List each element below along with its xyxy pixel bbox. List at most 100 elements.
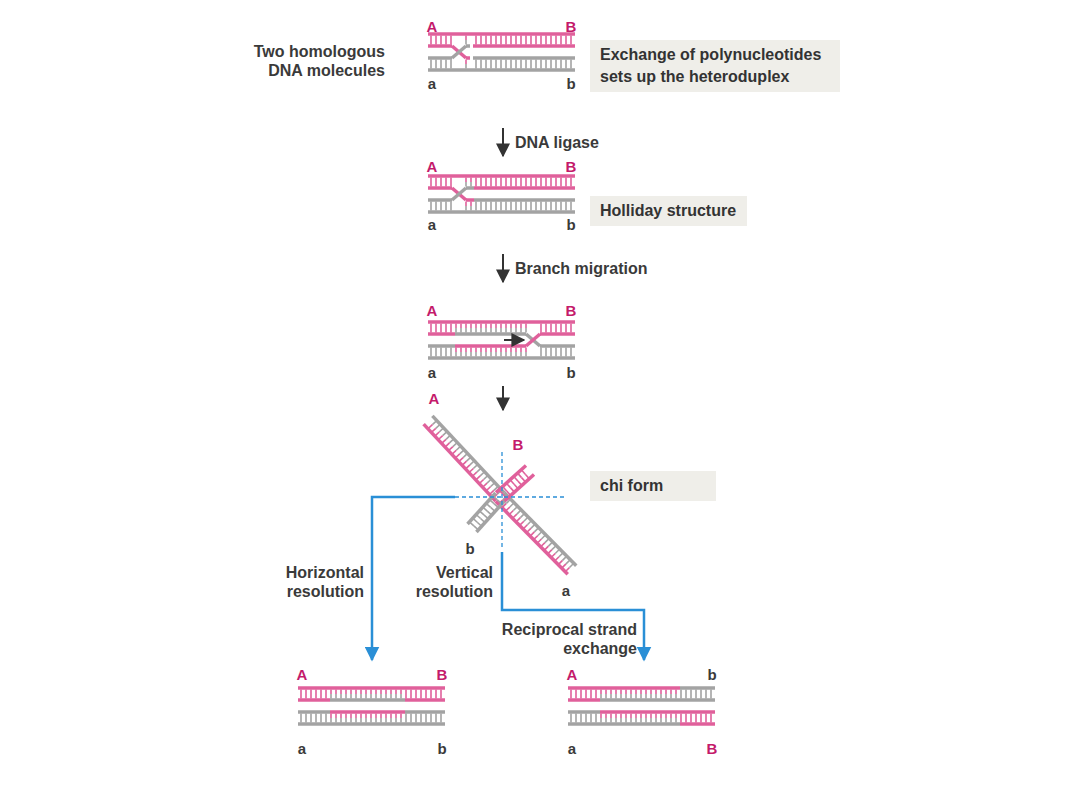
base-pair xyxy=(535,206,537,211)
resolution-label: Reciprocal strand exchange xyxy=(501,620,637,658)
dna-strand xyxy=(428,356,575,360)
base-pair xyxy=(465,324,467,329)
end-letter: a xyxy=(562,582,570,600)
base-pair xyxy=(665,690,667,695)
base-pair xyxy=(470,352,472,357)
base-pair xyxy=(385,718,387,723)
base-pair xyxy=(430,714,432,719)
base-pair xyxy=(660,718,662,723)
base-pair xyxy=(570,36,572,41)
base-pair xyxy=(475,178,477,183)
base-pair xyxy=(430,64,432,69)
base-pair xyxy=(690,694,692,699)
base-pair xyxy=(445,328,447,333)
base-pair xyxy=(560,40,562,45)
crossover-strand xyxy=(452,188,466,200)
crossover-strand xyxy=(526,334,540,346)
base-pair xyxy=(680,694,682,699)
base-pair xyxy=(565,178,567,183)
base-pair xyxy=(550,348,552,353)
base-pair xyxy=(570,714,572,719)
base-pair xyxy=(505,352,507,357)
base-pair xyxy=(465,328,467,333)
end-letter: b xyxy=(566,75,575,93)
base-pair xyxy=(565,348,567,353)
end-letter: b xyxy=(437,740,446,758)
dna-strand xyxy=(568,686,680,690)
base-pair xyxy=(570,60,572,65)
base-pair xyxy=(495,64,497,69)
base-pair xyxy=(675,718,677,723)
base-pair xyxy=(390,718,392,723)
base-pair xyxy=(480,64,482,69)
base-pair xyxy=(475,206,477,211)
base-pair xyxy=(520,178,522,183)
dna-strand xyxy=(466,186,474,190)
base-pair xyxy=(425,718,427,723)
base-pair xyxy=(300,694,302,699)
dna-strand xyxy=(428,332,455,336)
base-pair xyxy=(535,60,537,65)
base-pair xyxy=(515,202,517,207)
base-pair xyxy=(495,202,497,207)
step-caption-box: Exchange of polynucleotides sets up the … xyxy=(590,40,840,92)
base-pair xyxy=(560,64,562,69)
base-pair xyxy=(535,36,537,41)
base-pair xyxy=(445,202,447,207)
base-pair xyxy=(480,348,482,353)
base-pair xyxy=(475,60,477,65)
base-pair xyxy=(380,718,382,723)
dna-strand xyxy=(680,722,715,726)
base-pair xyxy=(600,718,602,723)
base-pair xyxy=(605,690,607,695)
base-pair xyxy=(545,324,547,329)
base-pair xyxy=(480,36,482,41)
base-pair xyxy=(605,694,607,699)
base-pair xyxy=(695,694,697,699)
base-pair xyxy=(430,348,432,353)
dna-strand xyxy=(568,722,680,726)
base-pair xyxy=(340,718,342,723)
base-pair xyxy=(570,324,572,329)
base-pair xyxy=(500,36,502,41)
base-pair xyxy=(485,64,487,69)
base-pair xyxy=(360,718,362,723)
base-pair xyxy=(495,60,497,65)
base-pair xyxy=(445,40,447,45)
end-letter: b xyxy=(566,216,575,234)
base-pair xyxy=(540,40,542,45)
base-pair xyxy=(430,690,432,695)
base-pair xyxy=(510,328,512,333)
base-pair xyxy=(500,64,502,69)
base-pair xyxy=(400,718,402,723)
dna-drawing xyxy=(298,34,715,724)
base-pair xyxy=(490,324,492,329)
base-pair xyxy=(435,690,437,695)
base-pair xyxy=(560,202,562,207)
base-pair xyxy=(325,714,327,719)
base-pair xyxy=(470,182,472,187)
base-pair xyxy=(705,694,707,699)
dna-strand xyxy=(540,344,575,348)
base-pair xyxy=(485,60,487,65)
base-pair xyxy=(675,694,677,699)
base-pair xyxy=(485,202,487,207)
base-pair xyxy=(565,60,567,65)
dna-result xyxy=(298,688,445,724)
base-pair xyxy=(420,690,422,695)
base-pair xyxy=(435,64,437,69)
base-pair xyxy=(310,690,312,695)
base-pair xyxy=(420,694,422,699)
base-pair xyxy=(300,714,302,719)
base-pair xyxy=(680,690,682,695)
base-pair xyxy=(365,694,367,699)
base-pair xyxy=(520,60,522,65)
base-pair xyxy=(450,352,452,357)
base-pair xyxy=(595,714,597,719)
base-pair xyxy=(545,202,547,207)
step-arrow xyxy=(502,254,504,282)
base-pair xyxy=(430,202,432,207)
base-pair xyxy=(445,348,447,353)
dna-strand xyxy=(330,698,405,702)
